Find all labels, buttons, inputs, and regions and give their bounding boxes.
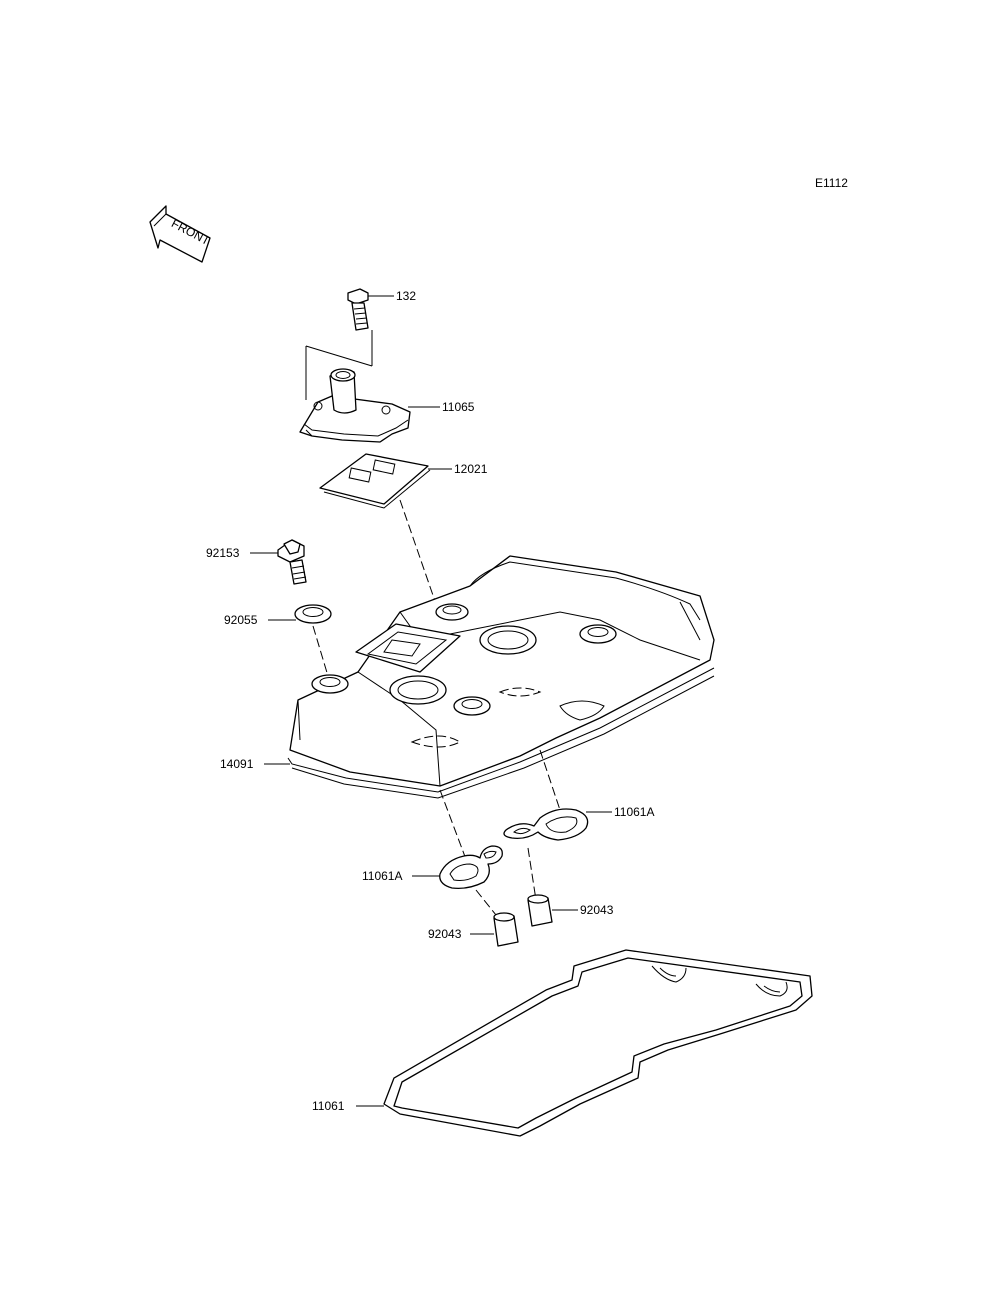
bolt-92153: [250, 539, 307, 585]
label-92153: 92153: [206, 546, 240, 560]
o-ring-11061a-left: [412, 845, 503, 890]
reed-valve-12021: [319, 453, 452, 509]
label-11061a-left: 11061A: [362, 869, 402, 883]
gasket-11061: [356, 949, 813, 1137]
label-14091: 14091: [220, 757, 254, 771]
front-arrow-icon: FRONT: [149, 205, 213, 263]
bolt-132: [347, 288, 394, 331]
cover-11065: [299, 368, 440, 443]
label-92043-left: 92043: [428, 927, 462, 941]
label-11061a-right: 11061A: [614, 805, 654, 819]
label-11061: 11061: [312, 1099, 345, 1113]
diagram-code: E1112: [815, 176, 848, 190]
label-11065: 11065: [442, 400, 475, 414]
label-92055: 92055: [224, 613, 258, 627]
dowel-92043-left: [470, 912, 519, 947]
label-132: 132: [396, 289, 416, 303]
label-12021: 12021: [454, 462, 488, 476]
label-92043-right: 92043: [580, 903, 614, 917]
dowel-92043-right: [527, 894, 578, 927]
washer-92055: [268, 604, 332, 624]
o-ring-11061a-right: [503, 808, 612, 841]
cylinder-head-cover-14091: [264, 555, 715, 799]
